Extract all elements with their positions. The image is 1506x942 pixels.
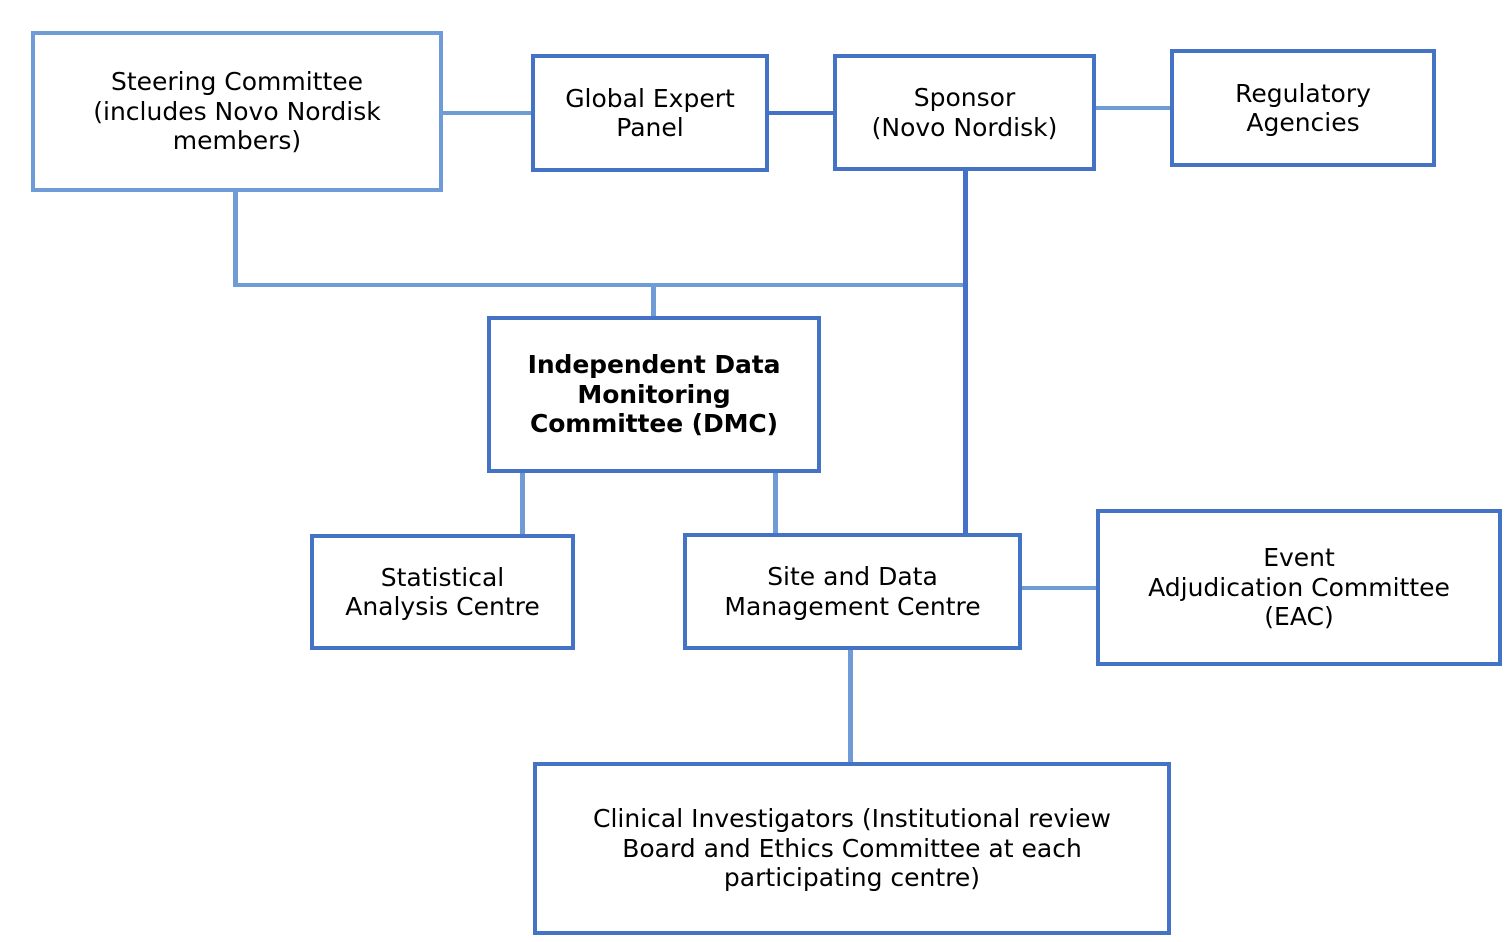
connector-trunk-horizontal — [233, 283, 968, 287]
node-label-global-expert-panel: Global Expert Panel — [565, 83, 735, 143]
node-event-adjudication-committee[interactable]: Event Adjudication Committee (EAC) — [1096, 509, 1502, 666]
connector-global-expert-panel-to-sponsor — [768, 111, 834, 115]
node-label-regulatory-agencies: Regulatory Agencies — [1235, 78, 1371, 138]
node-label-event-adjudication-committee: Event Adjudication Committee (EAC) — [1148, 543, 1450, 632]
connector-sponsor-to-regulatory-agencies — [1095, 106, 1171, 110]
node-independent-data-monitoring-committee[interactable]: Independent Data Monitoring Committee (D… — [487, 316, 821, 473]
node-sponsor[interactable]: Sponsor (Novo Nordisk) — [833, 54, 1096, 171]
node-label-statistical-analysis-centre: Statistical Analysis Centre — [345, 562, 540, 622]
connector-steering-drop — [233, 191, 238, 287]
connector-site-and-data-management-centre-to-event-adjudication-committee — [1020, 586, 1098, 590]
connector-sponsor-to-site-and-data-management-centre — [963, 171, 968, 535]
node-label-site-and-data-management-centre: Site and Data Management Centre — [724, 562, 981, 621]
node-statistical-analysis-centre[interactable]: Statistical Analysis Centre — [310, 534, 575, 650]
node-regulatory-agencies[interactable]: Regulatory Agencies — [1170, 49, 1436, 167]
connector-trunk-to-dmc — [651, 285, 656, 318]
node-site-and-data-management-centre[interactable]: Site and Data Management Centre — [683, 533, 1022, 650]
node-label-clinical-investigators: Clinical Investigators (Institutional re… — [593, 804, 1111, 893]
node-steering-committee[interactable]: Steering Committee (includes Novo Nordis… — [31, 31, 443, 192]
node-global-expert-panel[interactable]: Global Expert Panel — [531, 54, 769, 172]
connector-steering-to-global-expert-panel — [442, 111, 532, 115]
node-clinical-investigators[interactable]: Clinical Investigators (Institutional re… — [533, 762, 1171, 935]
node-label-sponsor: Sponsor (Novo Nordisk) — [871, 83, 1058, 142]
node-label-steering-committee: Steering Committee (includes Novo Nordis… — [93, 67, 381, 156]
connector-dmc-to-site-and-data-management-centre — [773, 472, 778, 535]
node-label-independent-data-monitoring-committee: Independent Data Monitoring Committee (D… — [527, 350, 781, 439]
connector-dmc-to-statistical-analysis-centre — [520, 472, 525, 536]
connector-site-and-data-management-centre-to-clinical-investigators — [848, 648, 853, 764]
